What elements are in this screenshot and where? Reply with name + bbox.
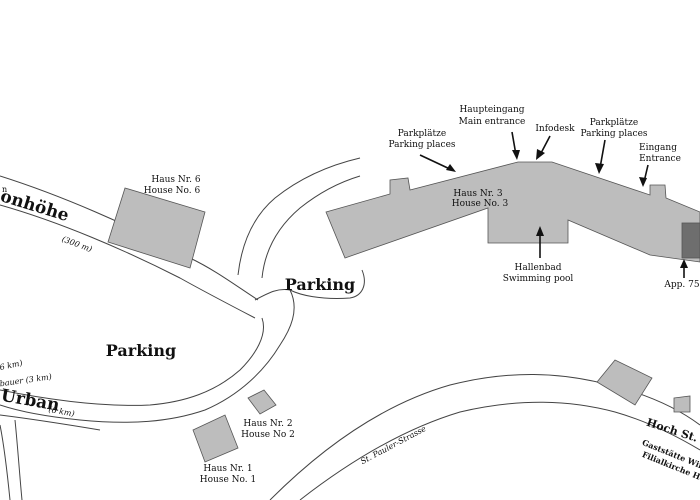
house-2 bbox=[247, 389, 277, 415]
building-right-1 bbox=[596, 359, 653, 406]
arrows bbox=[419, 131, 688, 278]
label-parkplaetze2-de: Parkplätze bbox=[590, 118, 638, 128]
label-haus6-en: House No. 6 bbox=[144, 186, 201, 196]
arrow-parking-right-head bbox=[595, 163, 604, 174]
parking-top-outline bbox=[289, 269, 365, 299]
label-parkplaetze1-en: Parking places bbox=[388, 140, 455, 150]
road-loop-right-top bbox=[0, 289, 295, 423]
label-parkplaetze1-de: Parkplätze bbox=[398, 129, 446, 139]
label-edge-n: n bbox=[2, 185, 7, 194]
label-eingang-en: Entrance bbox=[639, 154, 681, 164]
road-north-left bbox=[237, 157, 361, 276]
arrow-entrance-head bbox=[639, 177, 647, 187]
label-parkplaetze2-en: Parking places bbox=[580, 129, 647, 139]
label-haus1-de: Haus Nr. 1 bbox=[203, 464, 252, 474]
label-infodesk: Infodesk bbox=[535, 124, 575, 134]
arrow-parking-left bbox=[419, 154, 453, 171]
road-urban-edge bbox=[0, 414, 101, 431]
label-hallenbad-de: Hallenbad bbox=[515, 263, 562, 273]
road-st-pauler-bottom bbox=[299, 401, 700, 500]
house-6 bbox=[107, 187, 206, 269]
label-haus2-de: Haus Nr. 2 bbox=[243, 419, 292, 429]
label-road-6km-left: 6 km) bbox=[0, 358, 23, 372]
label-haus6-de: Haus Nr. 6 bbox=[151, 175, 200, 185]
road-urban-edge-2 bbox=[14, 419, 23, 500]
label-app75: App. 75 bbox=[663, 280, 699, 290]
label-hallenbad-en: Swimming pool bbox=[503, 274, 574, 284]
label-parking-left: Parking bbox=[106, 341, 176, 360]
label-road-urban-dist: (6 km) bbox=[48, 405, 75, 418]
labels: Haus Nr. 6 House No. 6 Haus Nr. 3 House … bbox=[0, 105, 700, 485]
arrow-pool-head bbox=[536, 226, 544, 236]
app-75-unit bbox=[681, 222, 700, 259]
label-haupteingang-en: Main entrance bbox=[459, 117, 526, 127]
label-haus2-en: House No 2 bbox=[241, 430, 295, 440]
label-parking-top: Parking bbox=[285, 275, 355, 294]
label-haus1-en: House No. 1 bbox=[200, 475, 256, 485]
label-haus3-en: House No. 3 bbox=[452, 199, 509, 209]
label-road-st-pauler: St. Pauler-Strasse bbox=[359, 424, 428, 466]
label-haus3-de: Haus Nr. 3 bbox=[453, 189, 502, 199]
roads bbox=[0, 157, 700, 500]
arrow-main-entrance-head bbox=[512, 150, 520, 160]
label-eingang-de: Eingang bbox=[639, 143, 677, 153]
house-3 bbox=[325, 161, 700, 263]
arrow-infodesk-head bbox=[536, 149, 545, 160]
road-st-pauler-top bbox=[269, 374, 700, 500]
house-1 bbox=[192, 414, 239, 463]
label-road-onhoehe: onhöhe bbox=[0, 186, 71, 226]
road-urban-edge-3 bbox=[0, 424, 11, 500]
road-onhoehe-edge-bottom bbox=[0, 204, 256, 319]
label-haupteingang-de: Haupteingang bbox=[459, 105, 524, 115]
arrow-parking-right bbox=[599, 139, 606, 169]
building-right-2 bbox=[673, 395, 691, 413]
label-road-onhoehe-dist: (300 m) bbox=[61, 235, 94, 254]
road-north-right bbox=[261, 175, 361, 279]
arrow-parking-left-head bbox=[446, 164, 456, 172]
road-curve-top bbox=[254, 289, 291, 301]
arrow-app75-head bbox=[680, 259, 688, 268]
road-loop-right-bottom bbox=[0, 317, 264, 406]
buildings bbox=[107, 161, 700, 463]
